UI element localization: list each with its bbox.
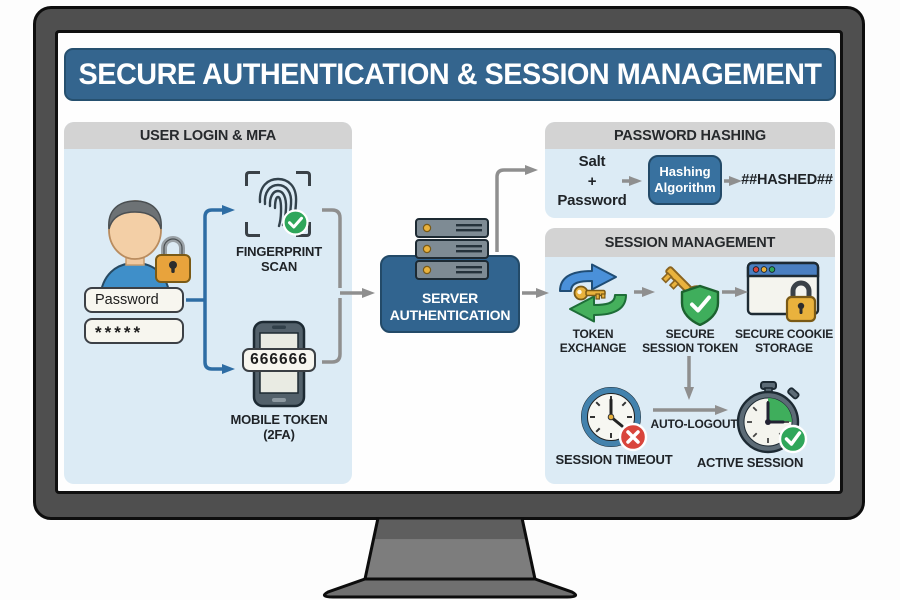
salt-line: Salt — [578, 153, 606, 170]
padlock-icon — [785, 280, 817, 323]
session-token-label: SECURE SESSION TOKEN — [642, 327, 738, 356]
server-authentication-label: SERVER AUTHENTICATION — [389, 290, 511, 324]
error-x-icon — [618, 422, 648, 452]
monitor-stand — [322, 517, 578, 599]
hashing-algorithm-line2: Algorithm — [654, 180, 716, 195]
page-title: SECURE AUTHENTICATION & SESSION MANAGEME… — [78, 57, 822, 91]
mobile-token-code-value: 666666 — [250, 351, 308, 368]
success-check-icon — [778, 424, 808, 454]
session-token-key-icon — [661, 266, 720, 326]
active-session-stopwatch-icon — [736, 381, 808, 454]
key-icon — [573, 285, 606, 301]
scan-corner-icon — [245, 171, 260, 186]
panel-user-login-header: USER LOGIN & MFA — [64, 122, 352, 149]
salt-password-input: Salt + Password — [552, 152, 632, 211]
title-banner: SECURE AUTHENTICATION & SESSION MANAGEME… — [64, 48, 836, 101]
hashing-algorithm-line1: Hashing — [659, 163, 711, 179]
active-session-label: ACTIVE SESSION — [696, 455, 804, 470]
scan-corner-icon — [296, 222, 311, 237]
token-exchange-label: TOKEN EXCHANGE — [559, 327, 627, 356]
cookie-storage-browser-icon — [746, 261, 820, 323]
masked-password-input: ***** — [84, 318, 184, 344]
user-avatar-icon — [98, 200, 191, 299]
plus-line: + — [587, 172, 597, 190]
cookie-storage-label: SECURE COOKIE STORAGE — [734, 327, 834, 356]
fingerprint-scan-label: FINGERPRINT SCAN — [236, 244, 322, 275]
server-stack-icon — [415, 218, 489, 280]
scan-corner-icon — [296, 171, 311, 186]
password-line: Password — [557, 192, 627, 209]
scan-corner-icon — [245, 222, 260, 237]
mobile-token-label: MOBILE TOKEN (2FA) — [230, 412, 328, 443]
masked-password-value: ***** — [95, 322, 144, 342]
fingerprint-check-icon — [282, 209, 309, 236]
mobile-token-code: 666666 — [242, 348, 316, 372]
shield-check-icon — [680, 284, 720, 326]
session-timeout-clock-icon — [581, 387, 648, 452]
auto-logout-label: AUTO-LOGOUT — [650, 417, 738, 431]
hashing-algorithm-box: Hashing Algorithm — [648, 155, 722, 205]
hashed-output-label: ##HASHED## — [741, 172, 833, 188]
panel-session-header: SESSION MANAGEMENT — [545, 228, 835, 257]
password-input: Password — [84, 287, 184, 313]
token-exchange-icon — [559, 263, 627, 323]
session-timeout-label: SESSION TIMEOUT — [555, 452, 673, 467]
panel-password-hashing-header: PASSWORD HASHING — [545, 122, 835, 149]
password-input-value: Password — [95, 292, 159, 308]
